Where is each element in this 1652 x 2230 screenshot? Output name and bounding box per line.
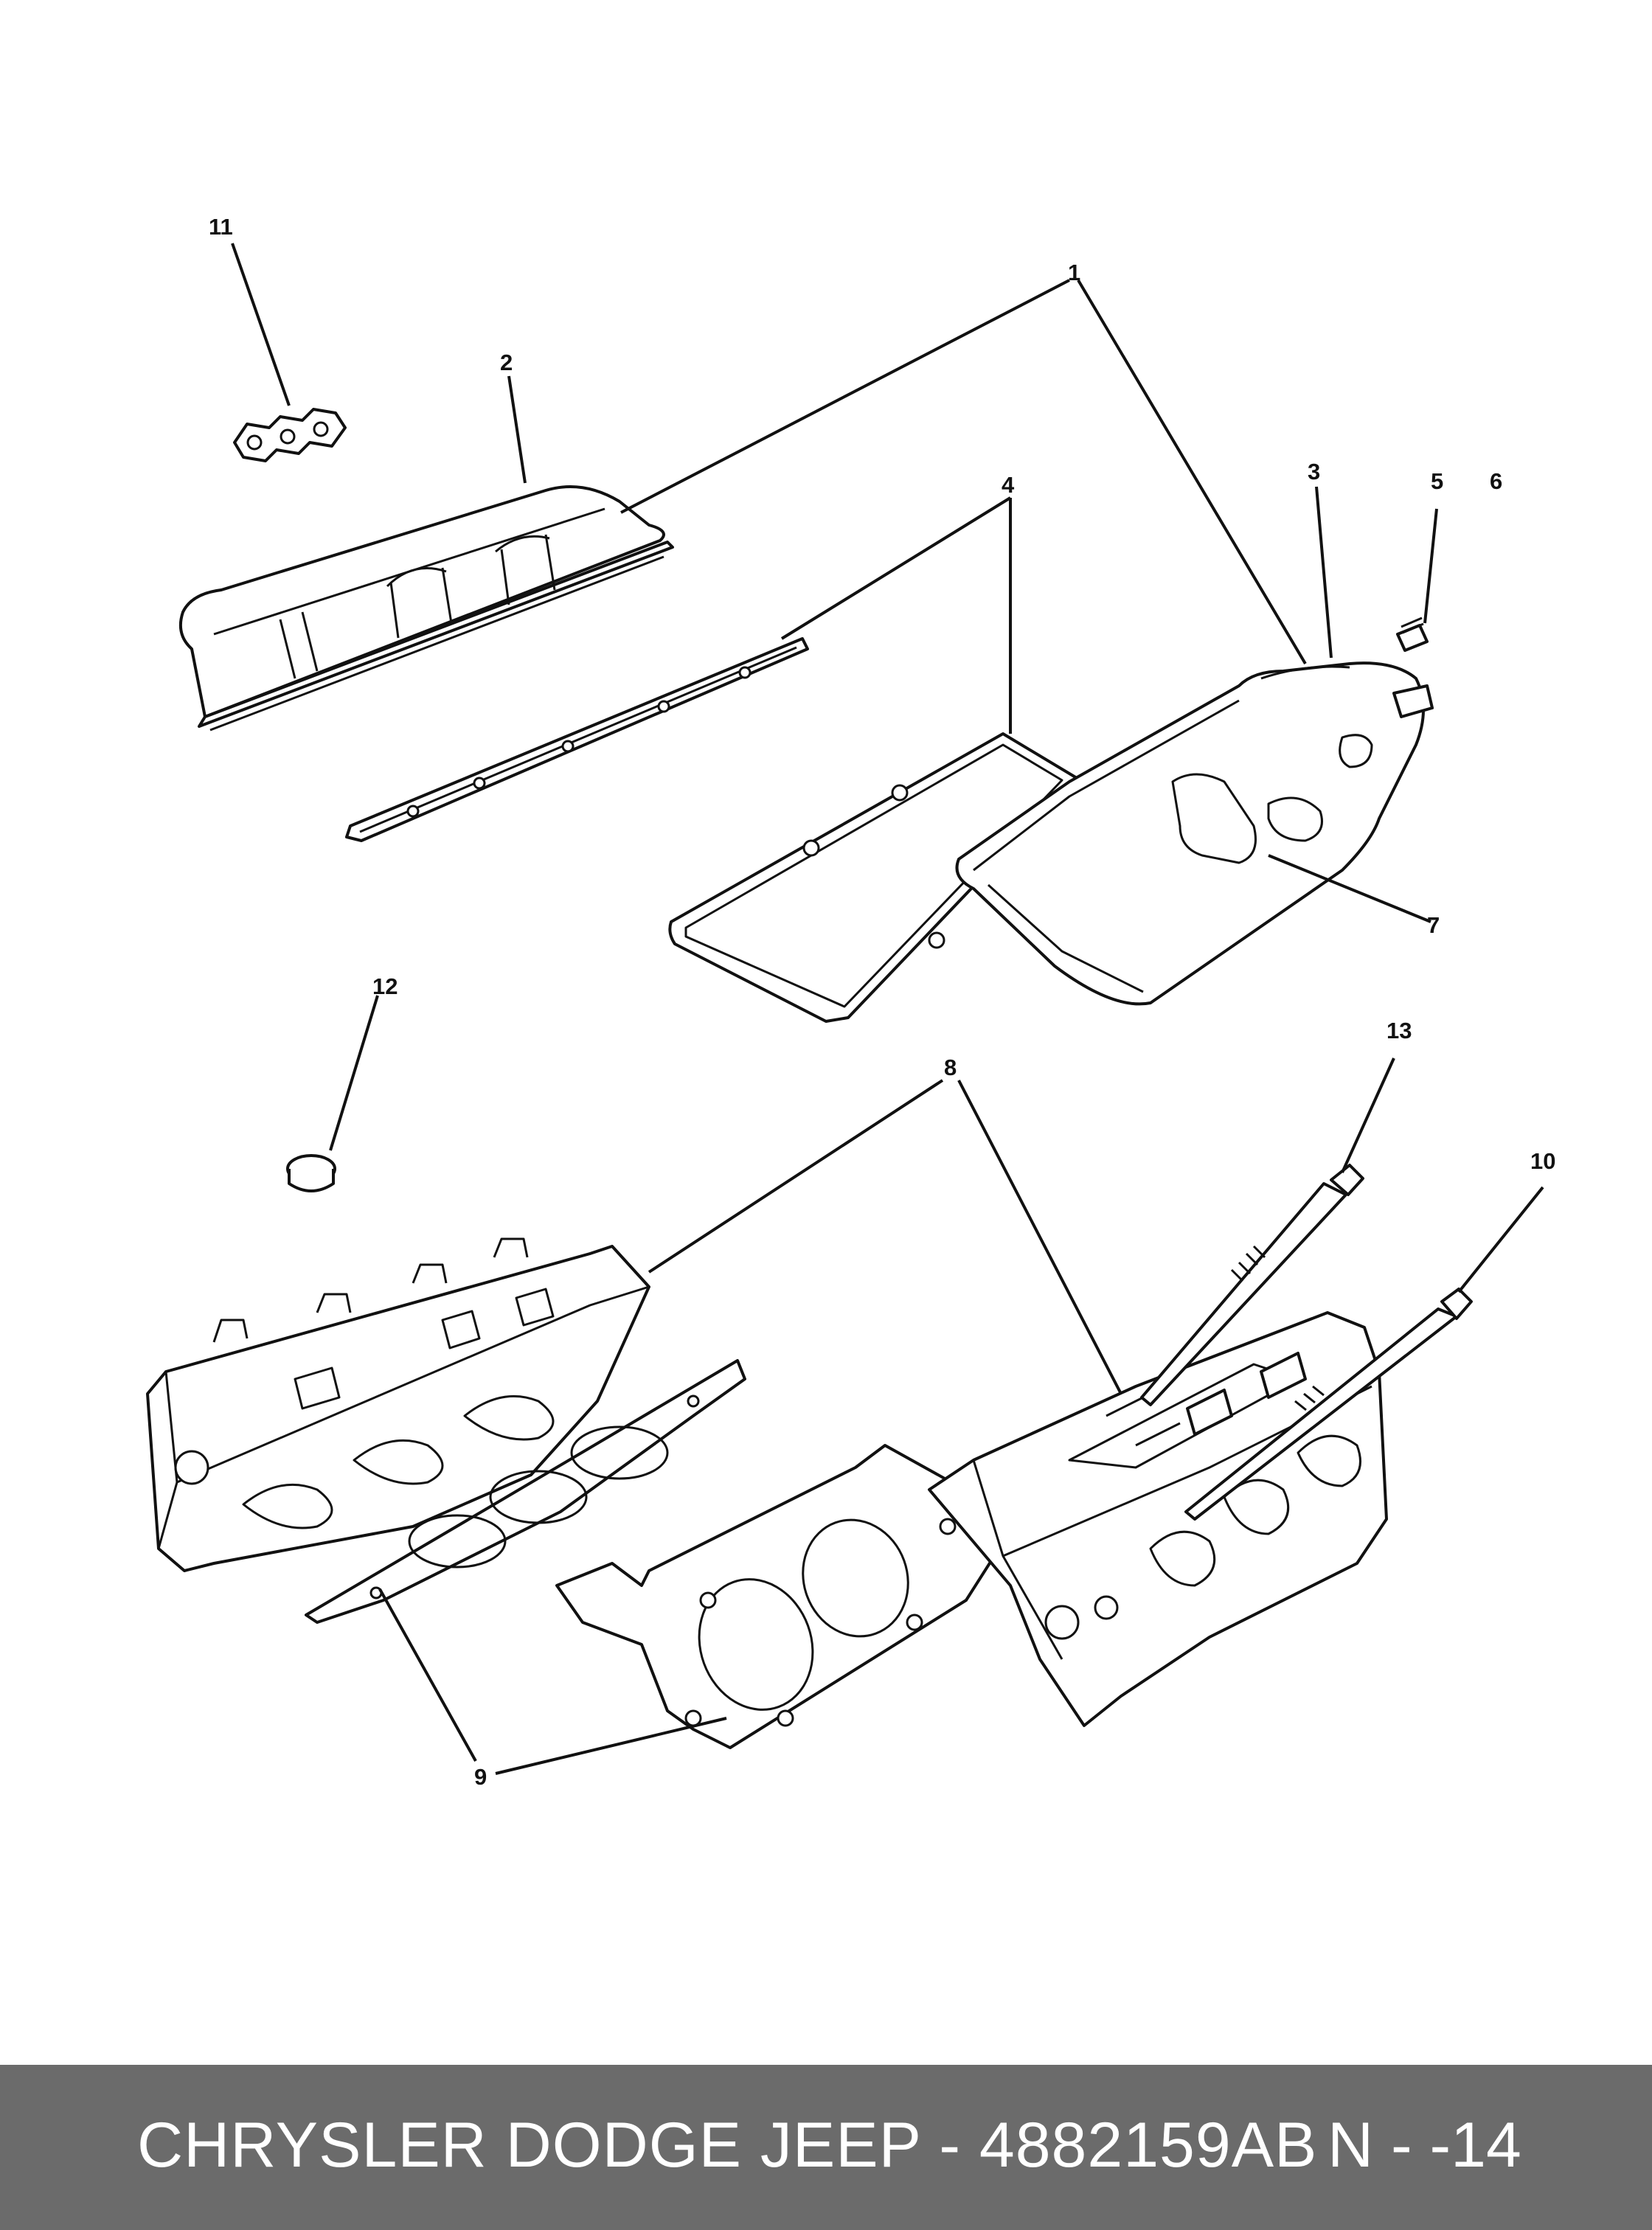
part-9-head-gasket-left — [305, 1359, 746, 1624]
part-4-gasket-upper — [345, 637, 809, 842]
footer-page-code: N - -14 — [1328, 2110, 1521, 2181]
callout-3: 3 — [1308, 459, 1320, 484]
callout-2: 2 — [500, 350, 513, 375]
callout-11: 11 — [209, 214, 233, 240]
footer-banner: CHRYSLER DODGE JEEP - 4882159AB N - -14 — [0, 2065, 1652, 2230]
exploded-parts-diagram: 11 2 1 4 3 5 6 7 12 13 8 10 9 — [146, 214, 1555, 1790]
callout-7: 7 — [1427, 912, 1440, 938]
callout-1: 1 — [1068, 260, 1080, 285]
leader-lines — [231, 243, 1544, 1775]
callout-6: 6 — [1490, 468, 1502, 494]
part-12-plug — [286, 1154, 336, 1192]
callout-4: 4 — [1002, 472, 1015, 498]
footer-part-number: CHRYSLER DODGE JEEP - 4882159AB — [137, 2110, 1318, 2181]
part-4-gasket-lower — [668, 732, 1078, 1023]
part-8-cylinder-head-right — [928, 1311, 1388, 1727]
callout-12: 12 — [372, 973, 398, 999]
part-8-cylinder-head-left — [146, 1237, 650, 1572]
callout-9: 9 — [474, 1764, 487, 1790]
part-3-valve-cover-right — [955, 661, 1434, 1006]
callout-13: 13 — [1386, 1018, 1412, 1043]
callout-5: 5 — [1431, 468, 1443, 494]
callout-labels: 11 2 1 4 3 5 6 7 12 13 8 10 9 — [209, 214, 1555, 1790]
callout-10: 10 — [1530, 1148, 1555, 1174]
part-10-head-bolt — [1184, 1288, 1473, 1521]
callout-8: 8 — [944, 1055, 957, 1080]
part-2-valve-cover-left — [179, 485, 674, 732]
part-5-bolt — [1396, 616, 1429, 652]
part-11-clip — [233, 408, 347, 462]
